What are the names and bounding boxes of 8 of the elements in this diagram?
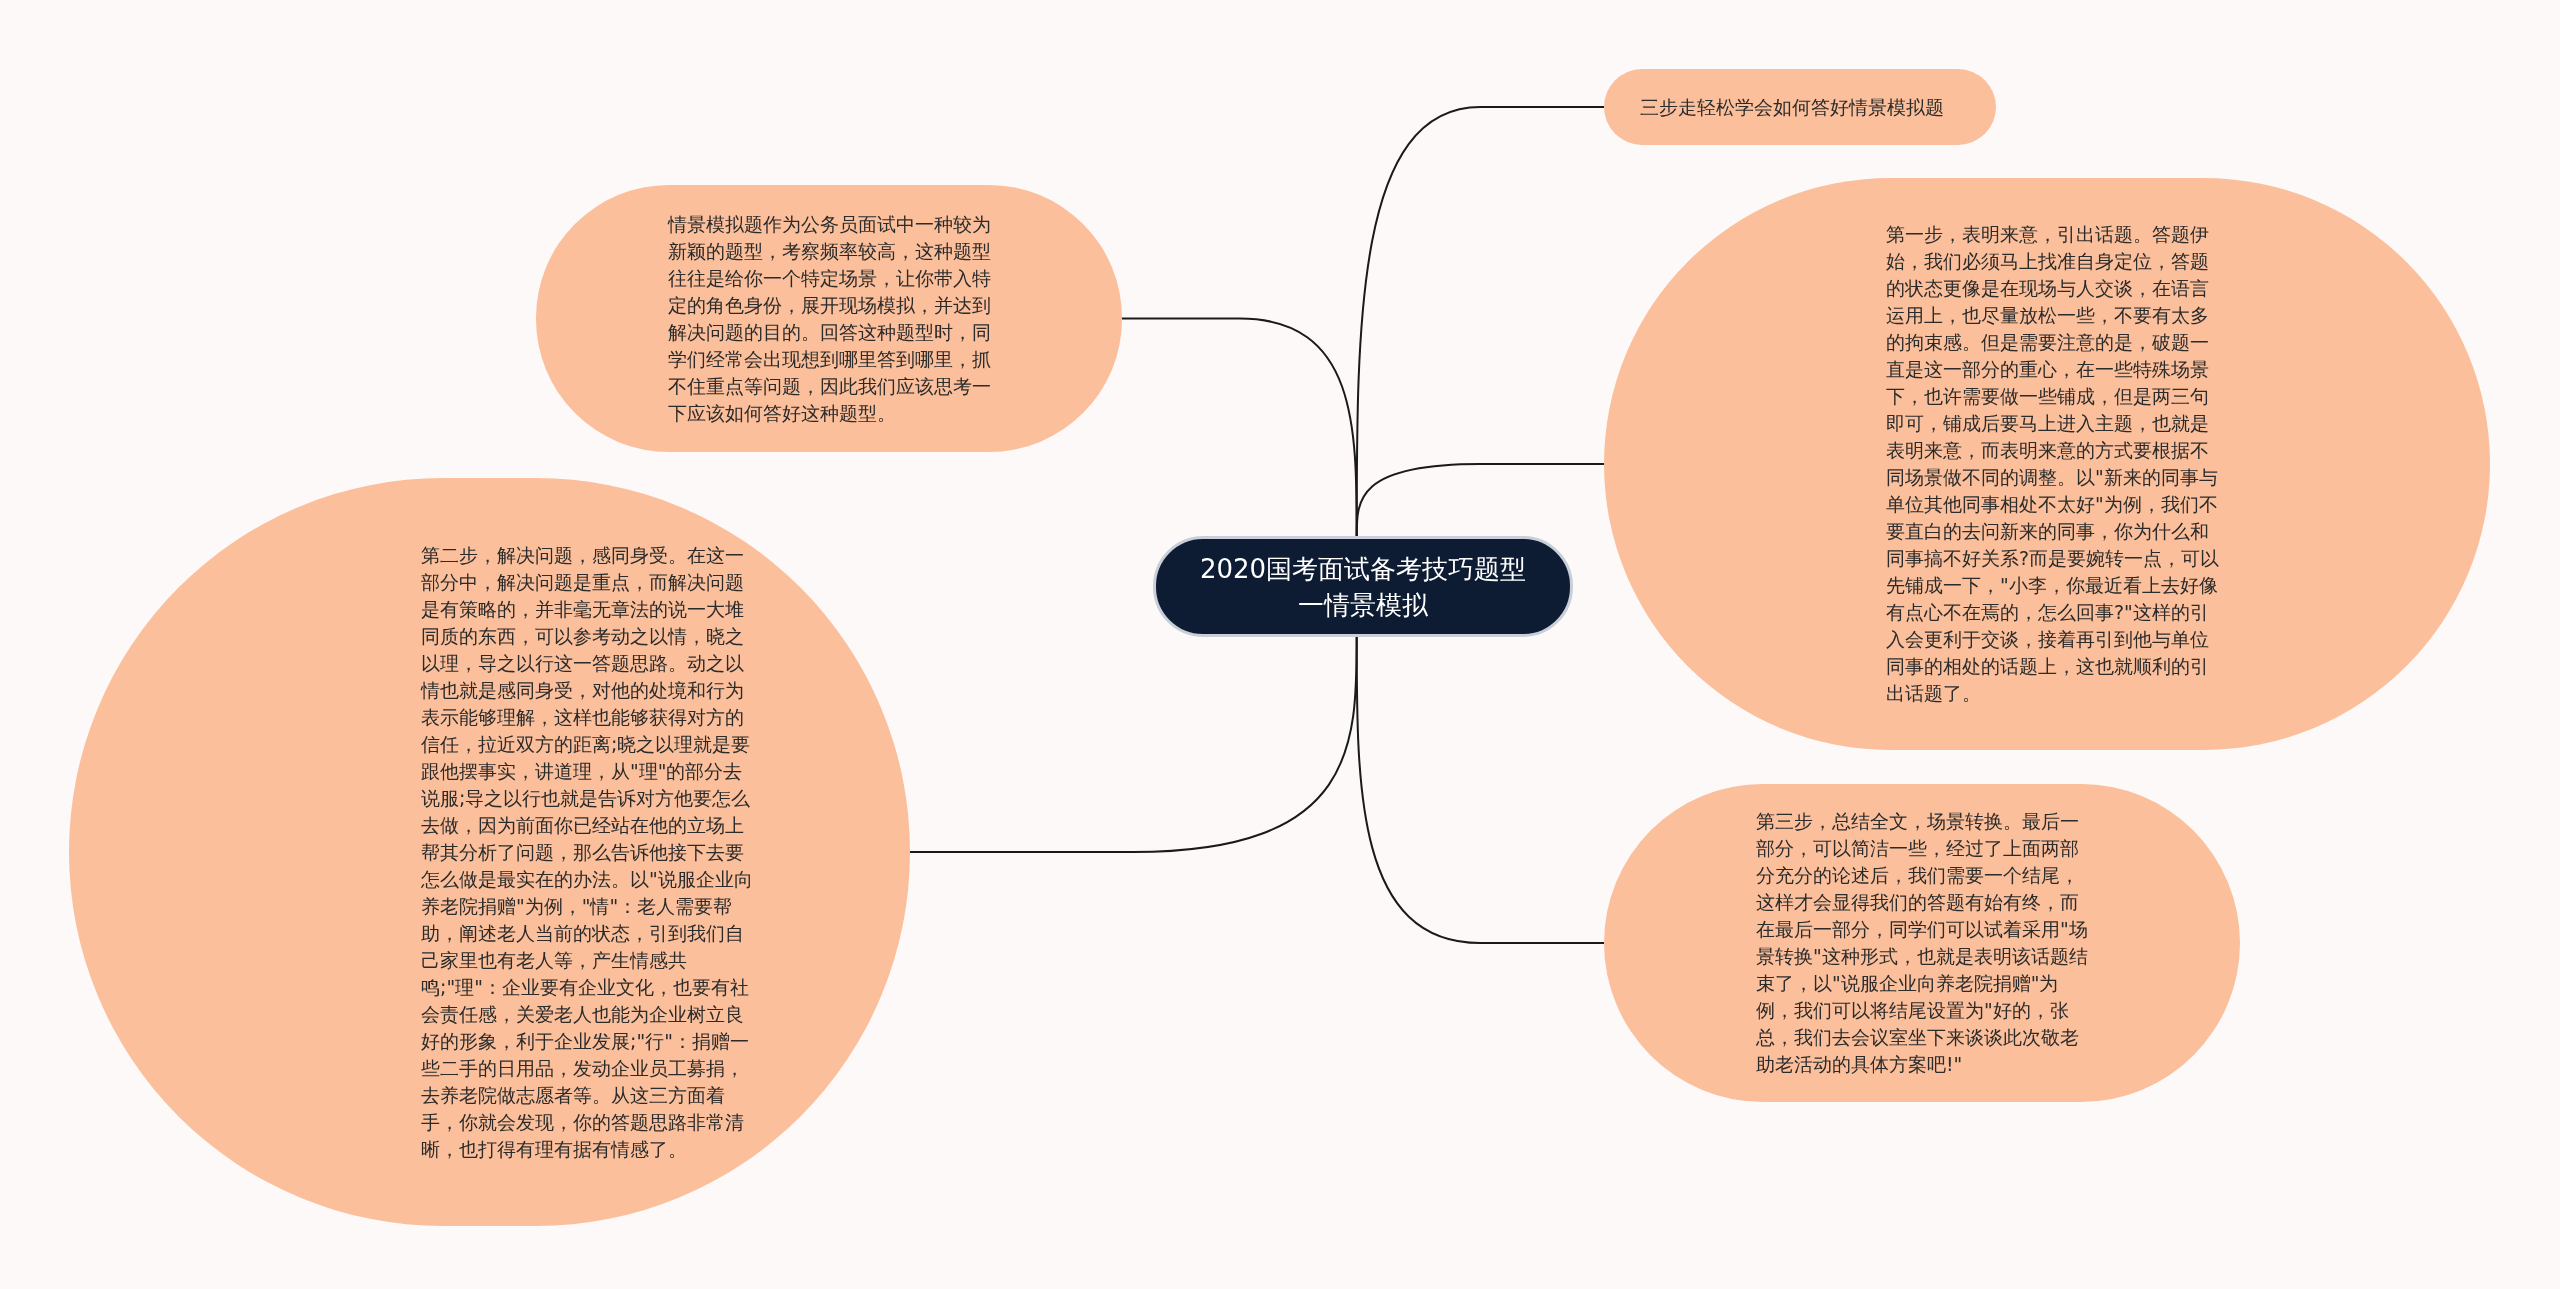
topic-text: 三步走轻松学会如何答好情景模拟题 <box>1640 94 1945 120</box>
topic-text: 2020国考面试备考技巧题型一情景模拟 <box>1198 552 1528 622</box>
topic-text: 情景模拟题作为公务员面试中一种较为新颖的题型，考察频率较高，这种题型往往是给你一个特定场景，让你带入特定的角色身份，展开现场模拟，并达到解决问题的目的。回答这种题型时，同学们经常会出现想到哪里答到哪里，抓不住重点等问题，因此我们应该思考一下应该如何答好这种题型。 <box>668 211 992 426</box>
topic-text: 第三步，总结全文，场景转换。最后一部分，可以简洁一些，经过了上面两部分充分的论述后，我们需要一个结尾，这样才会显得我们的答题有始有终，而在最后一部分，同学们可以试着采用"场景转换"这种形式，也就是表明该话题结束了，以"说服企业向养老院捐赠"为例，我们可以将结尾设置为"好的，张总，我们去会议室坐下来谈谈此次敬老助老活动的具体方案吧!" <box>1756 809 2089 1077</box>
topic-text: 第一步，表明来意，引出话题。答题伊始，我们必须马上找准自身定位，答题的状态更像是在现场与人交谈，在语言运用上，也尽量放松一些，不要有太多的拘束感。但是需要注意的是，破题一直是这一部分的重心，在一些特殊场景下，也许需要做一些铺成，但是两三句即可，铺成后要马上进入主题，也就是表明来意，而表明来意的方式要根据不同场景做不同的调整。以"新来的同事与单位其他同事相处不太好"为例，我们不要直白的去问新来的同事，你为什么和同事搞不好关系?而是要婉转一点，可以先铺成一下，"小李，你最近看上去好像有点心不在焉的，怎么回事?"这样的引入会更利于交谈，接着再引到他与单位同事的相处的话题上，这也就顺利的引出话题了。 <box>1886 222 2221 706</box>
topic-text: 第二步，解决问题，感同身受。在这一部分中，解决问题是重点，而解决问题是有策略的，并非毫无章法的说一大堆同质的东西，可以参考动之以情，晓之以理，导之以行这一答题思路。动之以情也就是感同身受，对他的处境和行为表示能够理解，这样也能够获得对方的信任，拉近双方的距离;晓之以理就是要跟他摆事实，讲道理，从"理"的部分去说服;导之以行也就是告诉对方他要怎么去做，因为前面你已经站在他的立场上帮其分析了问题，那么告诉他接下去要怎么做是最实在的办法。以"说服企业向养老院捐赠"为例，"情"：老人需要帮助，阐述老人当前的状态，引到我们自己家里也有老人等，产生情感共鸣;"理"：企业要有企业文化，也要有社会责任感，关爱老人也能为企业树立良好的形象，利于企业发展;"行"：捐赠一些二手的日用品，发动企业员工募捐，去养老院做志愿者等。从这三方面着手，你就会发现，你的答题思路非常清晰，也打得有理有据有情感了。 <box>421 542 754 1162</box>
connector-line <box>1355 463 1605 537</box>
connector-line <box>1355 636 1605 944</box>
